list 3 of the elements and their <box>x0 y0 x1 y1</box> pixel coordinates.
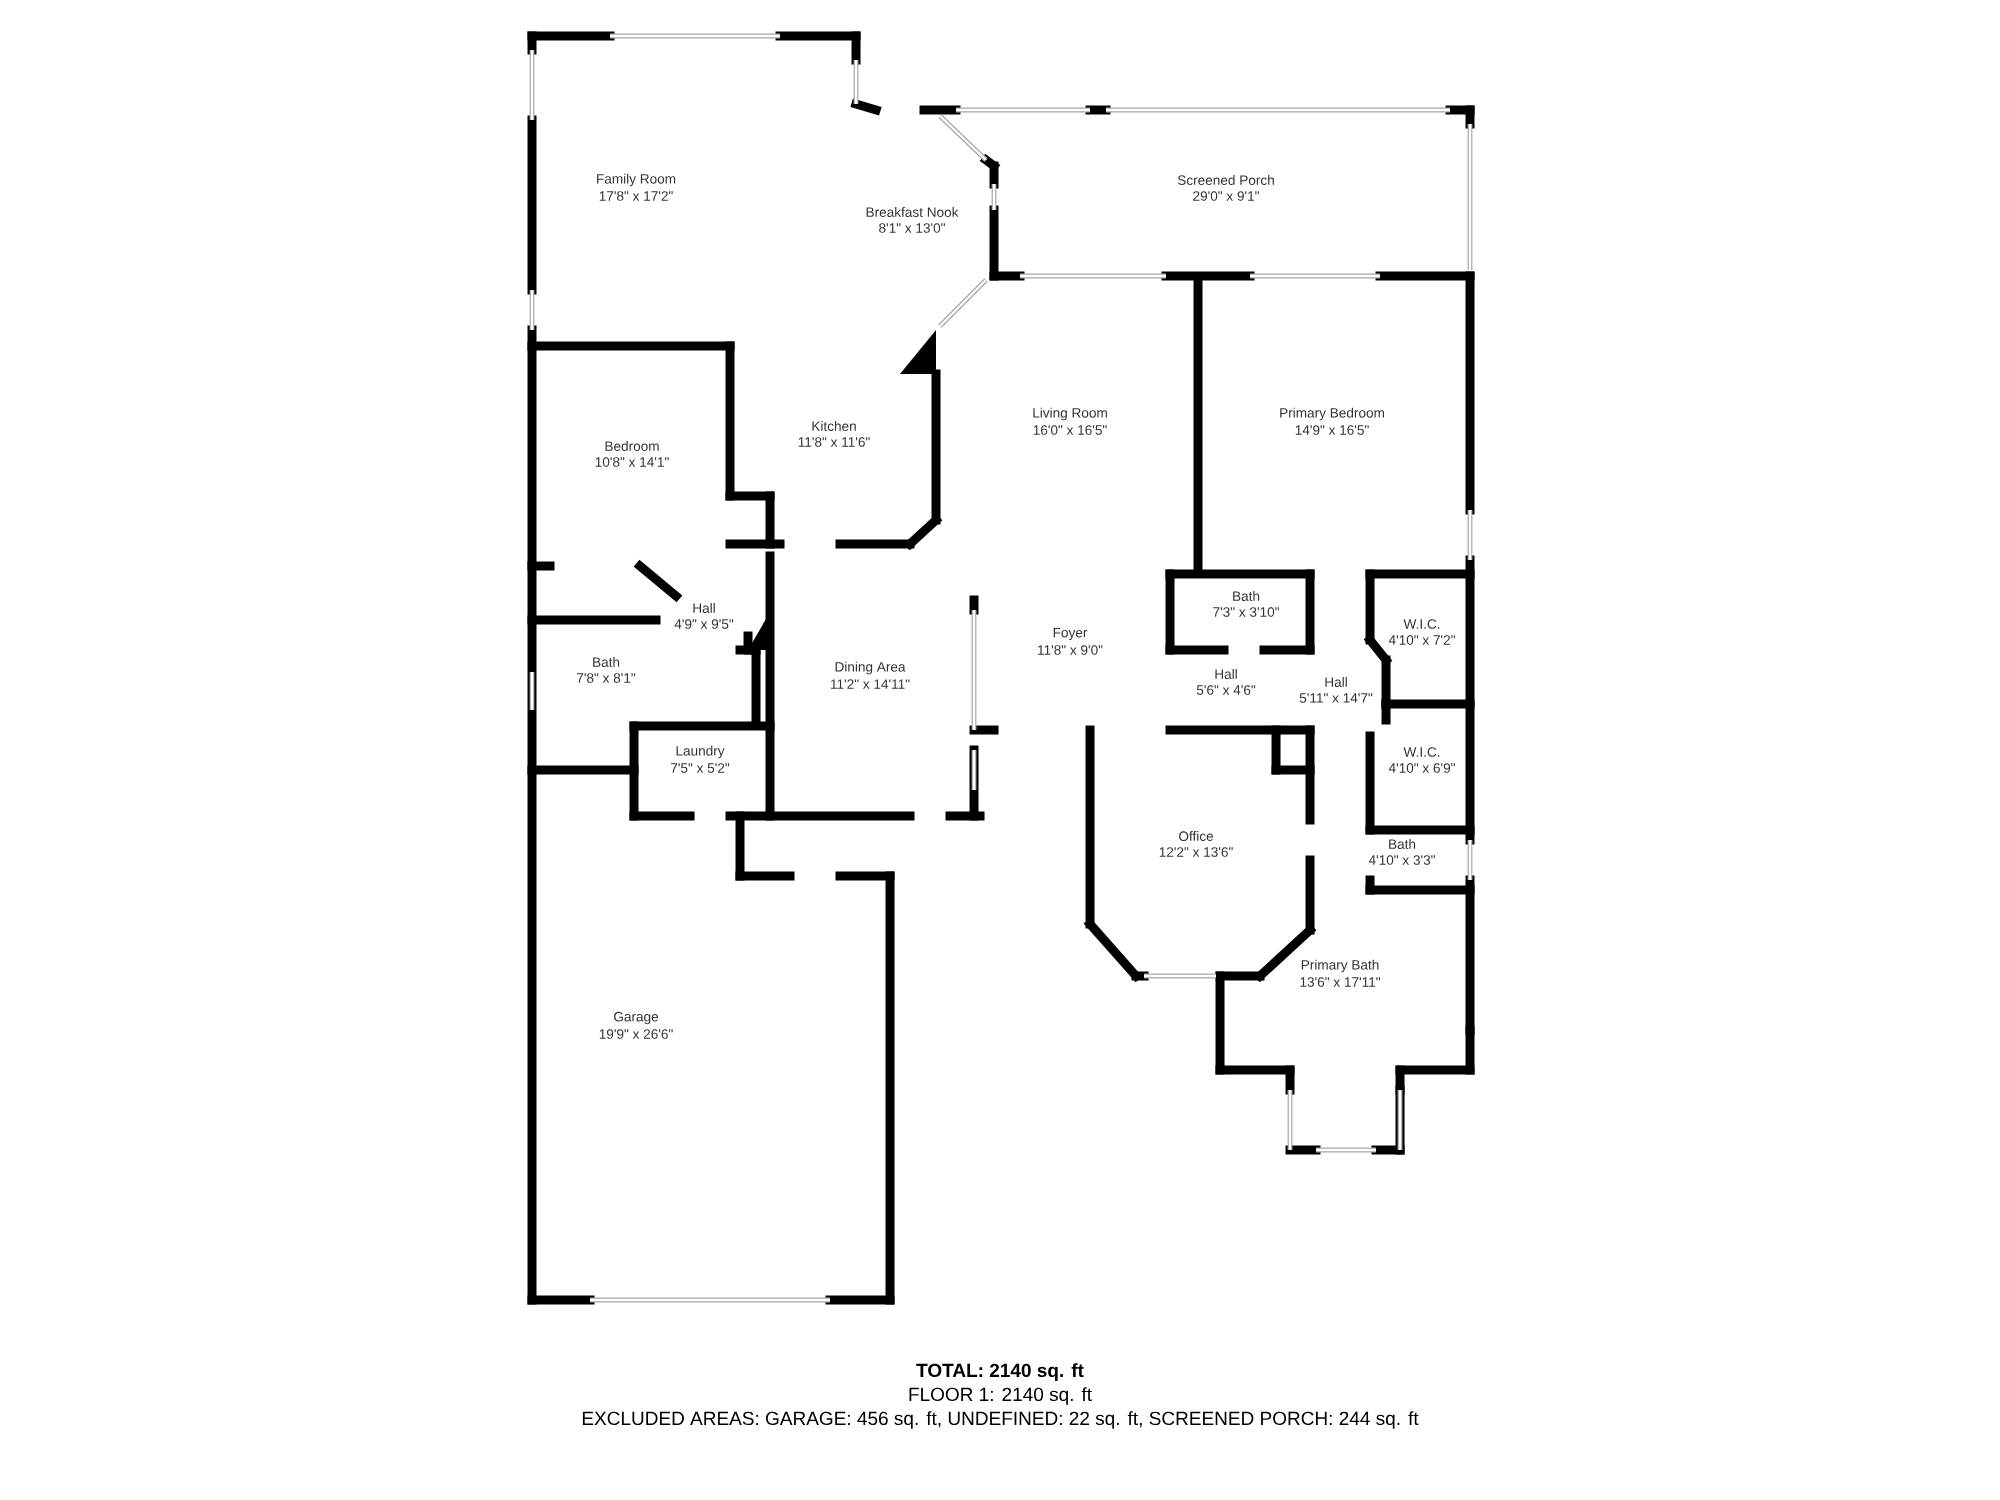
area-total: TOTAL: 2140 sq. ft <box>916 1363 1084 1381</box>
area-summary: EXCLUDED AREAS: GARAGE: 456 sq. ft, UNDEFINED: 22 sq. ft, SCREENED PORCH: 244 sq. ft <box>582 1411 1419 1429</box>
area-summary: FLOOR 1: 2140 sq. ft <box>909 1387 1092 1405</box>
